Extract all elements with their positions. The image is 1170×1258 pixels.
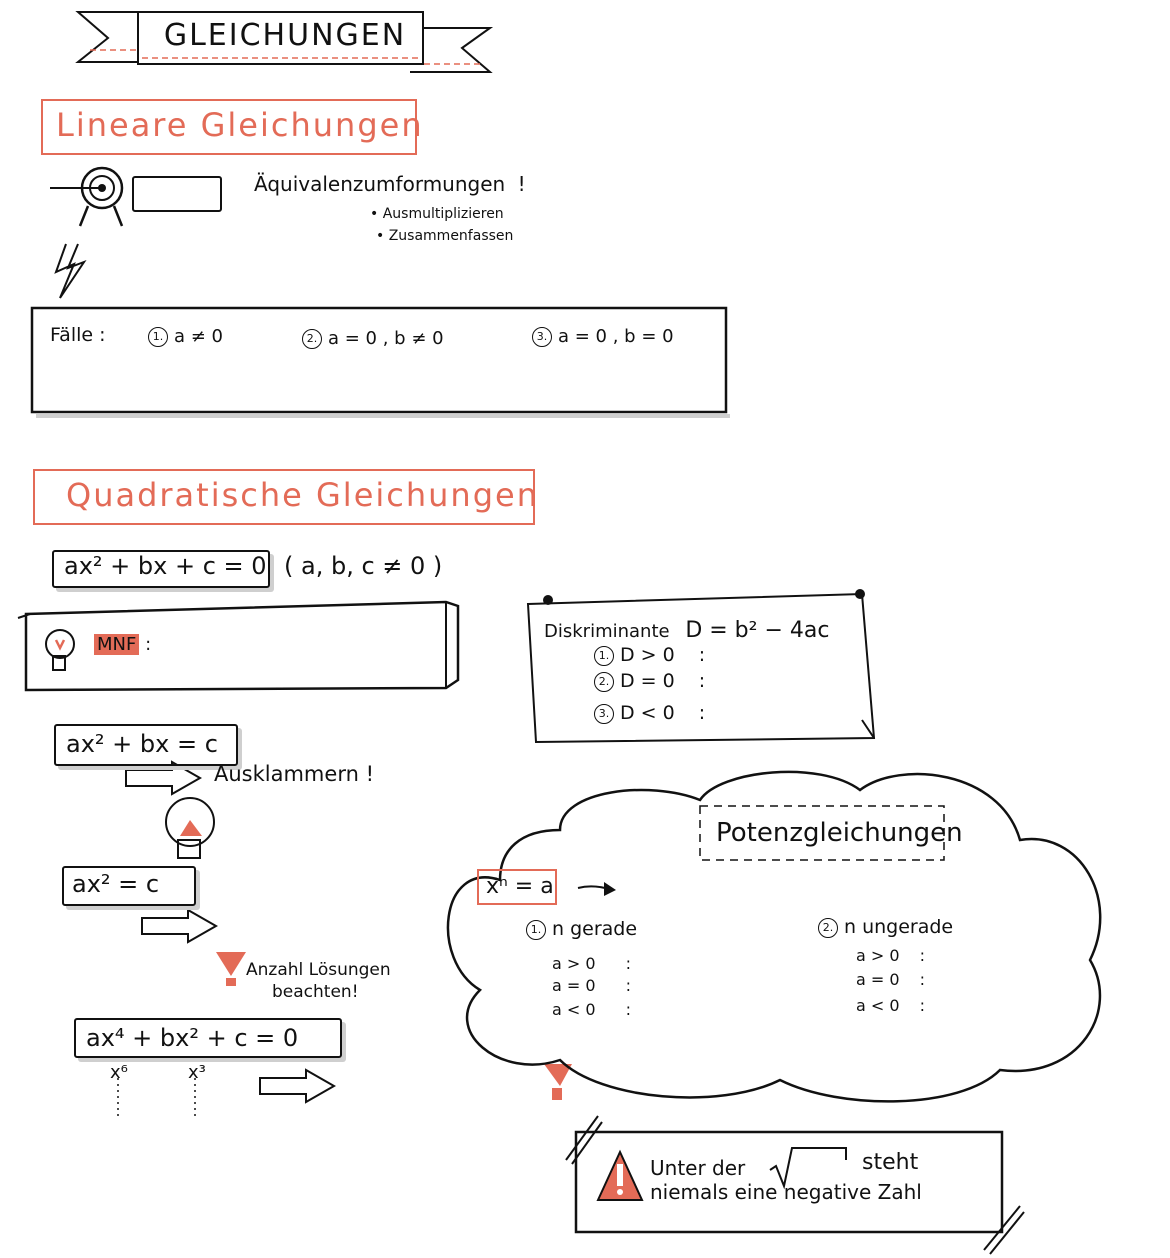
bulb-icon-2	[165, 797, 215, 859]
condition: ( a, b, c ≠ 0 )	[284, 552, 443, 580]
lightning-icon	[54, 243, 87, 299]
substitution-1: x⁶	[110, 1062, 128, 1083]
eq3: ax⁴ + bx² + c = 0	[86, 1024, 299, 1052]
linear-heading: Lineare Gleichungen	[56, 106, 424, 144]
aequivalenz-label: Äquivalenzumformungen !	[254, 172, 526, 196]
arrow-icon-2	[141, 908, 219, 944]
anzahl-hint-1: Anzahl Lösungen	[246, 960, 391, 980]
general-form: ax² + bx + c = 0	[64, 552, 267, 580]
potenz-equation: xⁿ = a	[486, 874, 554, 899]
eq1: ax² + bx = c	[66, 730, 218, 758]
general-form-box	[52, 550, 270, 588]
ausklammern-label: Ausklammern !	[214, 762, 374, 786]
potenz-case-2: 2.n ungerade	[818, 916, 953, 938]
arrow-icon-3	[259, 1068, 337, 1104]
empty-answer-box	[132, 176, 222, 212]
potenz-case-1-row-3: a < 0:	[552, 1000, 631, 1019]
case-1: 1.a ≠ 0	[148, 326, 223, 347]
eq2-box	[62, 866, 196, 906]
case-3: 3.a = 0 , b = 0	[532, 326, 674, 347]
arrow-icon-1	[125, 760, 203, 796]
bullet-zusammenfassen: • Zusammenfassen	[376, 228, 514, 244]
warning-icon-3	[596, 1149, 644, 1201]
disc-case-1: 1.D > 0 :	[594, 644, 705, 666]
bullet-ausmultiplizieren: • Ausmultiplizieren	[370, 206, 504, 222]
potenz-case-2-row-3: a < 0:	[856, 996, 925, 1015]
target-icon	[50, 166, 124, 227]
warning-icon-1	[216, 952, 246, 986]
potenz-case-1-row-2: a = 0:	[552, 976, 631, 995]
warning-text-1b: steht	[862, 1150, 919, 1175]
warning-text-2: niemals eine negative Zahl	[650, 1180, 922, 1204]
disc-case-2: 2.D = 0 :	[594, 670, 705, 692]
potenz-case-2-row-2: a = 0:	[856, 970, 925, 989]
warning-text-1a: Unter der	[650, 1156, 746, 1180]
eq1-box	[54, 724, 238, 766]
substitution-2: x³	[188, 1062, 206, 1083]
potenz-case-1-row-1: a > 0:	[552, 954, 631, 973]
potenz-case-2-row-1: a > 0:	[856, 946, 925, 965]
eq3-box	[74, 1018, 342, 1058]
mnf-label: MNF :	[94, 634, 151, 655]
quadratic-heading: Quadratische Gleichungen	[66, 476, 539, 514]
potenz-heading: Potenzgleichungen	[716, 818, 963, 848]
faelle-label: Fälle :	[50, 324, 106, 346]
anzahl-hint-2: beachten!	[272, 982, 359, 1002]
disc-case-3: 3.D < 0 :	[594, 702, 705, 724]
bulb-icon-1	[45, 629, 75, 671]
page-title: GLEICHUNGEN	[163, 18, 407, 53]
potenz-case-1: 1.n gerade	[526, 918, 637, 940]
case-2: 2.a = 0 , b ≠ 0	[302, 328, 444, 349]
exclamation-mark: !	[517, 172, 526, 196]
small-arrow-icon	[577, 882, 616, 896]
warning-icon-2	[544, 1064, 572, 1100]
discriminant-label: Diskriminante D = b² − 4ac	[544, 618, 830, 643]
eq2: ax² = c	[72, 870, 160, 898]
